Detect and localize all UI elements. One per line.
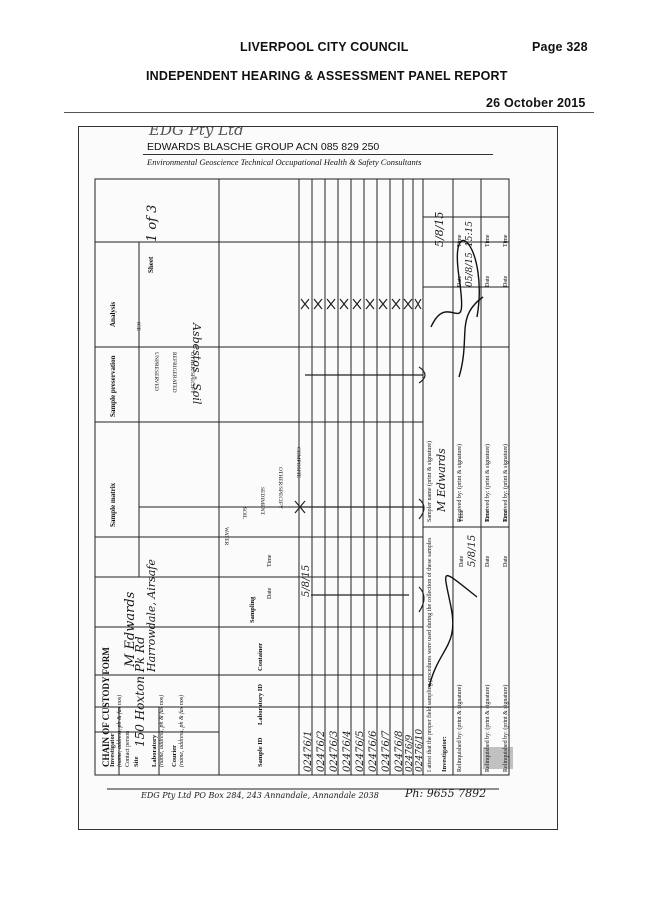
received-signature	[458, 296, 484, 378]
date-label-2: Date	[485, 555, 491, 567]
company-tagline: Environmental Geoscience Technical Occup…	[147, 157, 422, 167]
date-label-4: Date	[457, 275, 463, 287]
relinquished-label-3: Relinquished by: (print & signature)	[503, 684, 509, 772]
sign-date-1: 5/8/15	[467, 534, 478, 567]
report-title: INDEPENDENT HEARING & ASSESSMENT PANEL R…	[146, 69, 508, 83]
header-rule	[64, 112, 594, 113]
council-name: LIVERPOOL CITY COUNCIL	[240, 40, 409, 54]
sampler-label: Sampler name (print & signature)	[427, 441, 433, 522]
date-label-6: Date	[503, 275, 509, 287]
x-mark	[339, 298, 349, 310]
preservation-bracket	[418, 366, 426, 384]
x-mark	[391, 298, 401, 310]
date-label-5: Date	[485, 275, 491, 287]
form-grid	[94, 178, 510, 790]
report-date: 26 October 2015	[486, 96, 586, 110]
scanned-custody-form: EDG Pty Ltd EDWARDS BLASCHE GROUP ACN 08…	[78, 126, 558, 830]
ink-smudge	[483, 747, 513, 769]
attest-text: I attest that the proper field sampling …	[427, 537, 433, 772]
time-label-1: Time	[459, 509, 465, 522]
x-mark	[313, 298, 323, 310]
sampler-value: M Edwards	[435, 448, 448, 512]
company-logo: EDG Pty Ltd	[149, 126, 244, 139]
soil-bracket	[418, 498, 425, 520]
relinquished-label-1: Relinquished by: (print & signature)	[457, 684, 463, 772]
time-label-4: Time	[457, 234, 463, 247]
investigator-signature	[428, 575, 478, 688]
date-bracket	[418, 586, 425, 613]
form-footer-phone: Ph: 9655 7892	[405, 787, 487, 800]
x-mark	[403, 298, 413, 310]
sampler-signature	[430, 239, 480, 328]
page-number: Page 328	[532, 40, 588, 54]
company-name: EDWARDS BLASCHE GROUP ACN 085 829 250	[147, 141, 380, 153]
investigator-sig-label: Investigator:	[441, 736, 448, 772]
form-footer: EDG Pty Ltd PO Box 284, 243 Annandale, A…	[141, 791, 379, 800]
sign-date-3: 05/8/15	[465, 252, 475, 287]
company-rule	[143, 154, 493, 155]
marks-layer	[294, 239, 513, 769]
time-label-5: Time	[485, 234, 491, 247]
sign-date-2: 5/8/15	[433, 211, 446, 247]
analysis-x-marks	[300, 298, 422, 310]
x-mark	[326, 298, 336, 310]
time-label-2: Time	[485, 509, 491, 522]
time-label-3: Time	[503, 509, 509, 522]
date-label-1: Date	[459, 555, 465, 567]
relinquished-label-2: Relinquished by: (print & signature)	[485, 684, 491, 772]
time-label-6: Time	[503, 234, 509, 247]
sign-time-1: 15:15	[465, 221, 475, 247]
x-mark	[300, 298, 310, 310]
soil-x-mark	[294, 500, 306, 514]
x-mark	[378, 298, 388, 310]
x-mark	[352, 298, 362, 310]
x-mark	[414, 298, 422, 310]
date-label-3: Date	[503, 555, 509, 567]
x-mark	[365, 298, 375, 310]
